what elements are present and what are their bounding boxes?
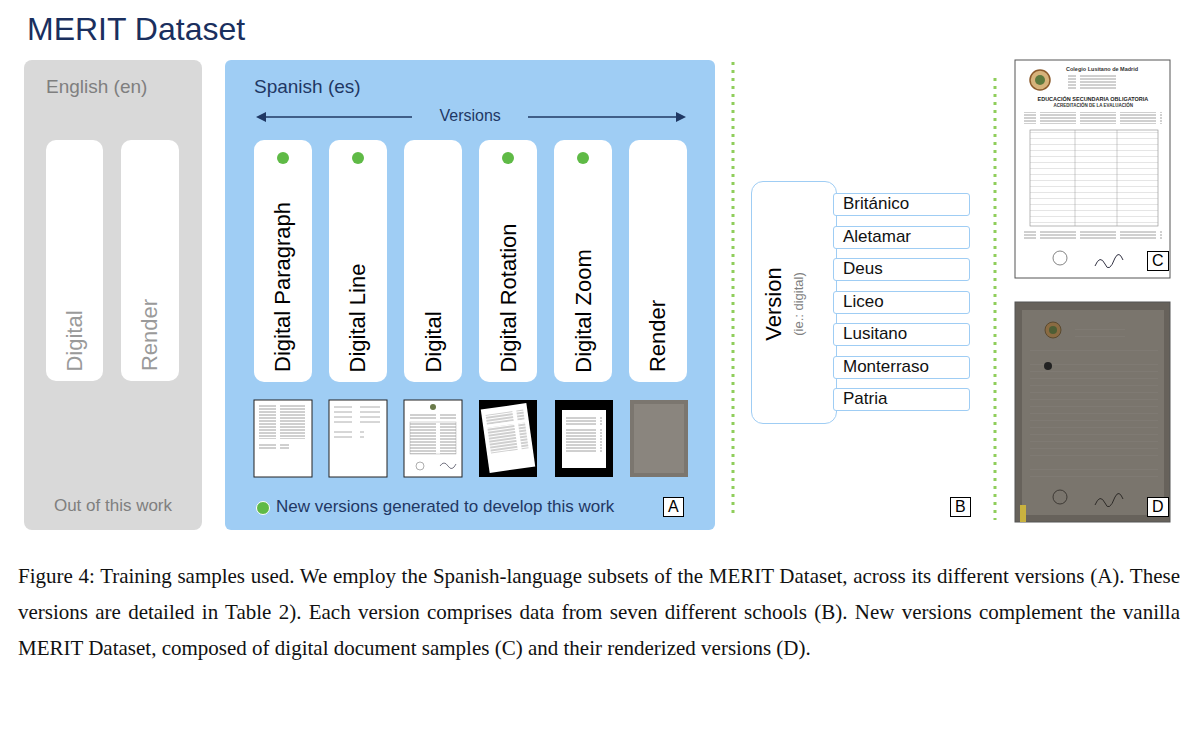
language-panel: English (en) Out of this work Digital Rende… (24, 60, 202, 530)
callout-letter: C (1147, 251, 1169, 271)
panel-heading: English (en) (46, 76, 147, 98)
callout-letter: A (663, 497, 684, 517)
school-name: Monterraso (843, 357, 929, 377)
legend-swatch (256, 501, 270, 515)
new-version-dot (502, 152, 514, 164)
version-name: Digital (420, 311, 446, 372)
language-panel: Spanish (es) Digital Paragraph Digital Lin… (225, 60, 715, 530)
figure-caption: Figure 4: Training samples used. We empl… (18, 558, 1180, 666)
new-version-dot (577, 152, 589, 164)
new-version-dot (277, 152, 289, 164)
axis-label: Versions (440, 107, 501, 125)
version-box: Digital (46, 140, 103, 381)
version-box: Render (629, 140, 687, 382)
school-name: Deus (843, 259, 883, 279)
school-box: Liceo (833, 291, 970, 314)
school-box: Británico (833, 193, 970, 216)
version-name: Render (645, 300, 671, 372)
version-example: (ie.: digital) (791, 272, 807, 336)
version-name: Digital Line (345, 263, 371, 372)
school-box: Aletamar (833, 226, 970, 249)
callout-letter: B (950, 497, 971, 517)
school-name: Británico (843, 194, 909, 214)
school-box: Patria (833, 388, 970, 411)
version-box: Digital Paragraph (254, 140, 312, 382)
figure-title: MERIT Dataset (27, 10, 245, 48)
version-name: Digital (62, 310, 88, 371)
document-text: ACREDITACIÓN DE LA EVALUACIÓN (1054, 103, 1133, 108)
dotted-separator (732, 62, 735, 515)
school-name: Lusitano (843, 324, 907, 344)
digital-document-sample (1015, 60, 1170, 278)
version-box: Digital (404, 140, 462, 382)
version-box: Version (ie.: digital) (751, 181, 837, 424)
callout-letter: D (1147, 497, 1169, 517)
version-name: Digital Paragraph (270, 202, 296, 372)
new-version-dot (352, 152, 364, 164)
version-name: Digital Zoom (570, 249, 596, 372)
version-box: Digital Rotation (479, 140, 537, 382)
version-label: Version (760, 267, 786, 340)
school-name: Aletamar (843, 227, 911, 247)
dotted-separator (994, 78, 997, 520)
school-box: Monterraso (833, 356, 970, 379)
school-name: Patria (843, 389, 887, 409)
school-box: Deus (833, 258, 970, 281)
version-box: Render (121, 140, 179, 381)
version-name: Digital Rotation (495, 223, 521, 372)
version-box: Digital Line (329, 140, 387, 382)
document-text: Colegio Lusitano de Madrid (1066, 66, 1138, 72)
version-name: Render (137, 299, 163, 371)
legend-text: New versions generated to develop this w… (276, 497, 614, 517)
school-name: Liceo (843, 292, 884, 312)
panel-heading: Spanish (es) (254, 76, 361, 98)
school-box: Lusitano (833, 323, 970, 346)
version-box: Digital Zoom (554, 140, 612, 382)
render-document-sample (1015, 302, 1170, 522)
panel-note: Out of this work (24, 496, 202, 516)
document-text: EDUCACIÓN SECUNDARIA OBLIGATORIA (1038, 96, 1149, 102)
